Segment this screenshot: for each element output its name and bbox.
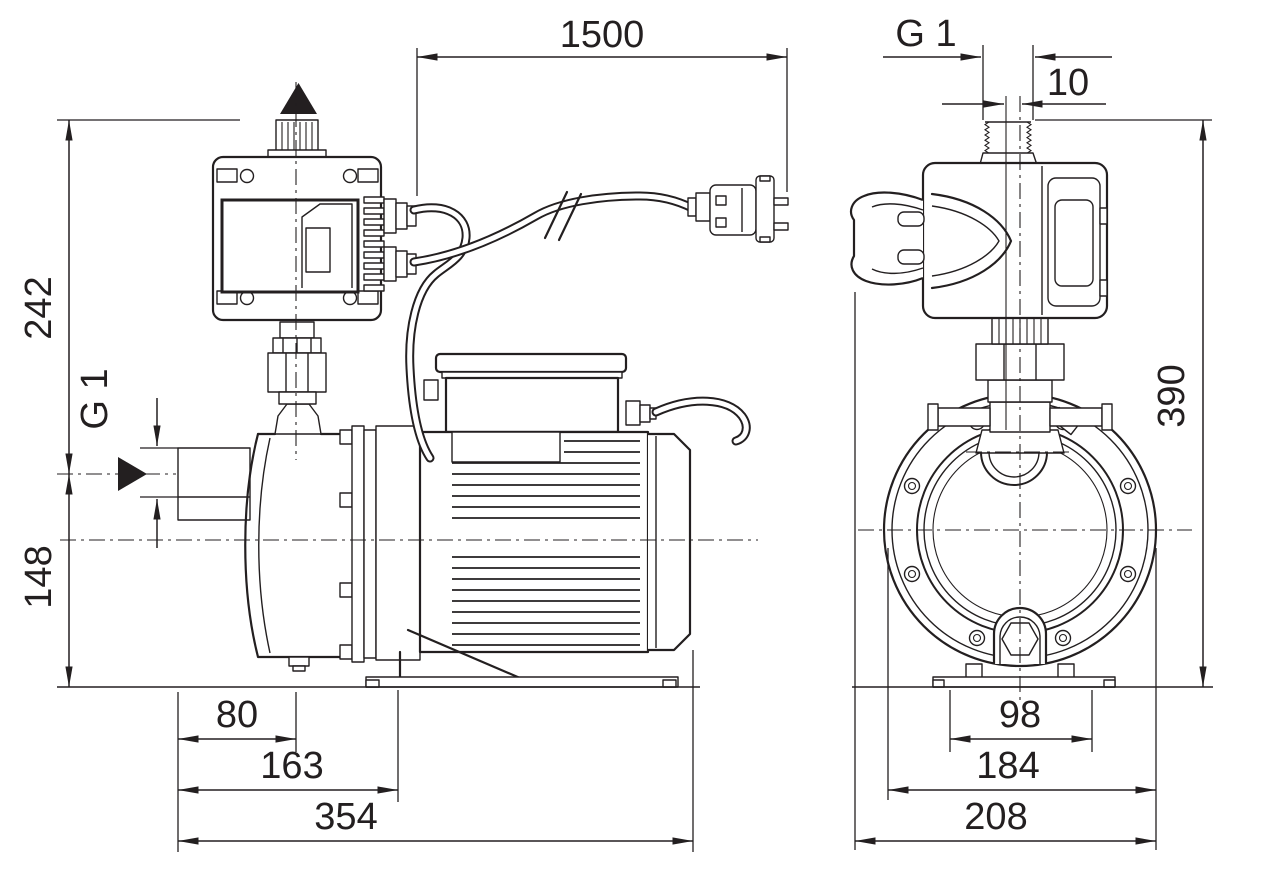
dim-total-width: 208 bbox=[854, 292, 1156, 850]
dim-discharge-offset: 10 bbox=[942, 62, 1106, 108]
schuko-plug bbox=[687, 175, 789, 243]
terminal-box-lid bbox=[434, 352, 628, 374]
dim-label-163: 163 bbox=[260, 745, 323, 787]
dim-pump-body-width: 184 bbox=[887, 548, 1157, 850]
dim-label-80: 80 bbox=[216, 694, 258, 736]
mains-cable bbox=[411, 193, 695, 265]
union-stack-front bbox=[927, 317, 1113, 454]
dim-label-208: 208 bbox=[964, 796, 1027, 838]
terminal-fins bbox=[363, 196, 385, 292]
screw-icon bbox=[342, 168, 358, 184]
flow-direction-in-icon bbox=[118, 457, 147, 491]
dim-suction-height: 148 bbox=[18, 474, 73, 687]
dim-suction-to-foot: 163 bbox=[178, 690, 399, 802]
discharge-union-stack bbox=[267, 321, 327, 405]
cable-to-motor bbox=[407, 205, 469, 461]
front-view bbox=[850, 96, 1213, 700]
cooling-fins bbox=[452, 440, 640, 646]
discharge-hex-boss bbox=[274, 403, 322, 435]
motor-side bbox=[418, 352, 692, 654]
plug-pin bbox=[773, 222, 789, 231]
vent-notch bbox=[423, 379, 439, 401]
dim-label-184: 184 bbox=[976, 745, 1039, 787]
foot-plate bbox=[365, 676, 679, 688]
motor-body bbox=[418, 430, 650, 654]
dim-cable-length: 1500 bbox=[416, 14, 788, 196]
foot-plate-front bbox=[932, 676, 1116, 688]
plug-pin bbox=[773, 197, 789, 206]
cover-chevron bbox=[930, 192, 1013, 290]
motor-cable-gland bbox=[625, 400, 641, 426]
pressure-control-unit-front bbox=[850, 121, 1109, 320]
terminal-box bbox=[444, 376, 620, 434]
motor-cable-loop bbox=[653, 398, 749, 444]
dim-label-g1-discharge: G 1 bbox=[895, 13, 956, 55]
dim-label-g1-suction: G 1 bbox=[74, 368, 116, 429]
dim-discharge-thread: G 1 bbox=[883, 13, 1112, 120]
cable-break-icon bbox=[543, 190, 569, 240]
dim-label-390: 390 bbox=[1151, 364, 1193, 427]
dim-total-height: 390 bbox=[1035, 119, 1212, 687]
motor-end-bell bbox=[648, 432, 692, 652]
side-view bbox=[57, 82, 789, 688]
drain-plug bbox=[288, 656, 310, 667]
dim-foot-hole-spacing: 98 bbox=[949, 690, 1093, 752]
dim-total-length: 354 bbox=[178, 650, 694, 852]
pump-casing-front bbox=[882, 392, 1158, 668]
dim-label-242: 242 bbox=[18, 276, 60, 339]
flow-direction-up-icon bbox=[280, 83, 317, 114]
dim-suction-thread: G 1 bbox=[74, 368, 178, 548]
dim-label-1500: 1500 bbox=[560, 14, 645, 56]
screw-icon bbox=[239, 168, 255, 184]
cable-gland-upper bbox=[383, 198, 417, 234]
dim-label-10: 10 bbox=[1047, 62, 1089, 104]
screw-tab bbox=[216, 168, 238, 183]
union-wing bbox=[1049, 407, 1103, 427]
dim-control-unit-height: 242 bbox=[18, 119, 240, 474]
thread-right-edge bbox=[1025, 121, 1033, 155]
dim-label-354: 354 bbox=[314, 796, 377, 838]
union-wing bbox=[937, 407, 991, 427]
dim-label-98: 98 bbox=[999, 694, 1041, 736]
dimensions: 1500 242 148 G 1 80 163 bbox=[18, 13, 1212, 852]
union-nut bbox=[267, 352, 327, 393]
thread-left-edge bbox=[983, 121, 991, 155]
power-cable-and-plug bbox=[405, 175, 789, 463]
base-foot-front bbox=[932, 663, 1116, 688]
dim-suction-to-discharge: 80 bbox=[177, 692, 297, 852]
lantern-flange bbox=[339, 425, 421, 663]
front-label-panel bbox=[220, 198, 360, 294]
discharge-thread-port bbox=[275, 119, 319, 155]
suction-port bbox=[177, 447, 251, 521]
pressure-control-unit-side bbox=[211, 83, 417, 322]
dim-label-148: 148 bbox=[18, 545, 60, 608]
pump-housing-side bbox=[177, 403, 354, 672]
